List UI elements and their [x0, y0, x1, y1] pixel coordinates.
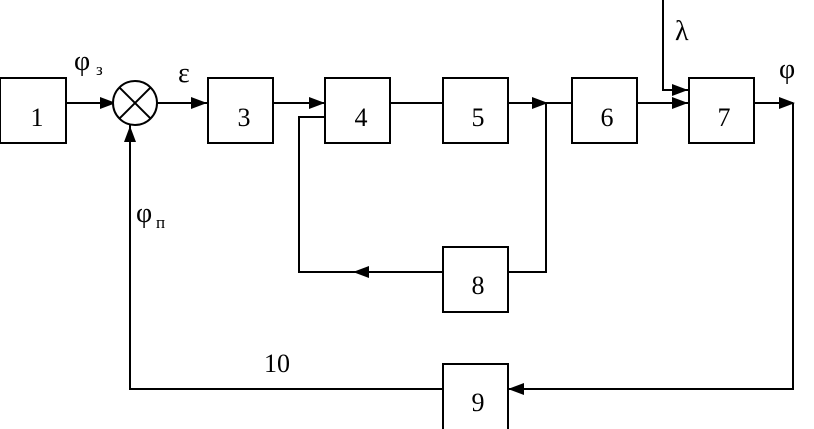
arrow-into-sum-feedback	[124, 126, 136, 142]
block-5-box	[442, 77, 509, 144]
block-4-box	[324, 77, 391, 144]
arrow-into-3	[191, 97, 207, 109]
setpoint-label: φ	[74, 46, 90, 77]
block-6-label: 6	[601, 103, 614, 132]
arrow-into-7	[672, 97, 688, 109]
block-9-label: 9	[472, 388, 485, 417]
arrow-feedback-8	[353, 266, 369, 278]
block-3-box	[207, 77, 274, 144]
block-4: 4	[324, 77, 391, 144]
block-6-box	[571, 77, 638, 144]
block-9: 9	[442, 363, 509, 429]
block-5-label: 5	[472, 103, 485, 132]
arrow-disturbance-into-7	[672, 84, 688, 96]
block-6: 6	[571, 77, 638, 144]
output-label: φ	[779, 54, 795, 85]
error-label: ε	[178, 58, 190, 89]
block-8-label: 8	[472, 271, 485, 300]
block-7-label: 7	[718, 103, 731, 132]
block-3: 3	[207, 77, 274, 144]
wire-9-to-sum	[129, 125, 443, 390]
feedback-label: φ	[136, 198, 152, 229]
wire-junction-to-8	[508, 103, 547, 273]
arrowheads	[100, 84, 795, 395]
arrow-into-4	[309, 97, 325, 109]
feedback-line-label: 10	[264, 349, 290, 378]
block-5: 5	[442, 77, 509, 144]
block-7-box	[688, 77, 755, 144]
block-9-box	[442, 363, 509, 429]
connections	[66, 0, 794, 390]
wire-output-to-9	[508, 103, 794, 390]
block-3-label: 3	[238, 103, 251, 132]
block-8: 8	[442, 246, 509, 313]
summing-junction-cross-b	[118, 86, 152, 120]
signal-labels: φ з ε λ φ φ п 10	[74, 16, 795, 378]
setpoint-subscript: з	[96, 60, 103, 79]
feedback-subscript: п	[156, 213, 165, 232]
arrow-into-sum	[100, 97, 116, 109]
arrow-into-9	[508, 383, 524, 395]
wire-8-to-4	[298, 116, 443, 273]
block-8-box	[442, 246, 509, 313]
block-7: 7	[688, 77, 755, 144]
block-1: 1	[0, 77, 67, 144]
block-4-label: 4	[355, 103, 368, 132]
block-1-box	[0, 77, 67, 144]
arrow-after-5	[532, 97, 548, 109]
disturbance-label: λ	[675, 16, 689, 47]
block-1-label: 1	[31, 103, 44, 132]
summing-junction	[112, 80, 158, 126]
arrow-output	[779, 97, 795, 109]
